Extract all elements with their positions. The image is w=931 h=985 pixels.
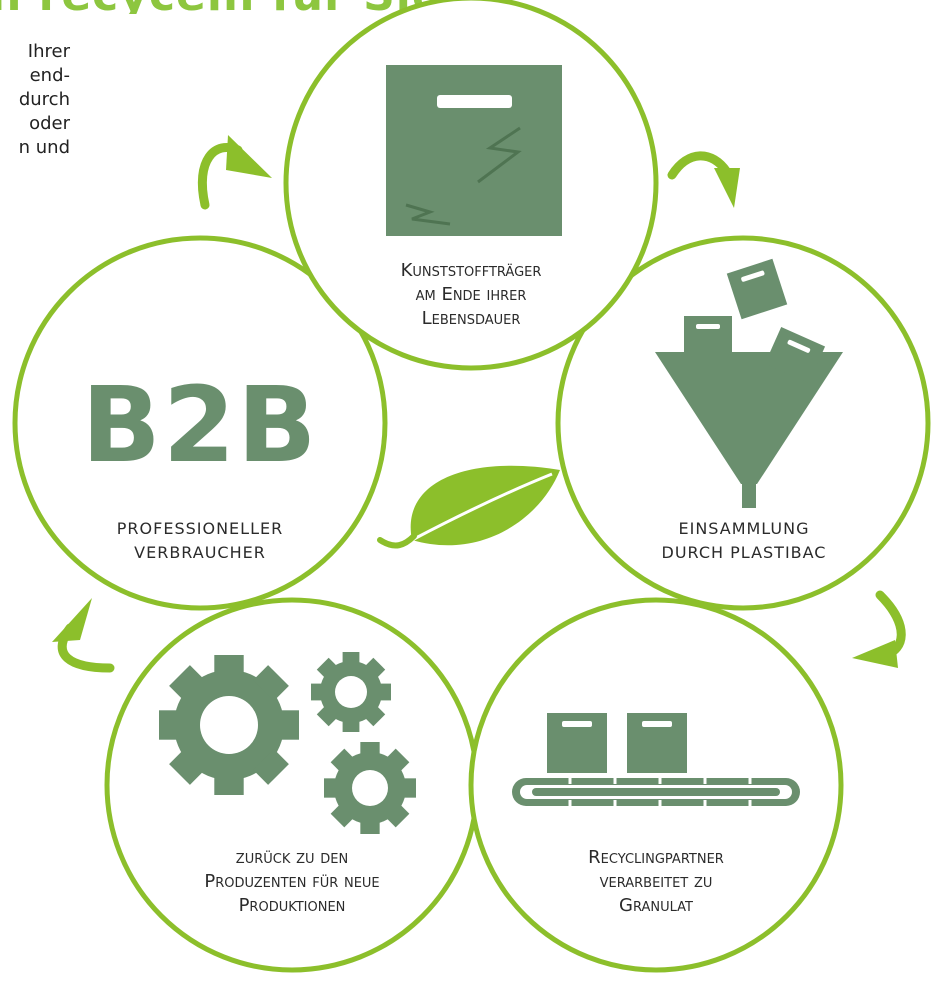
intro-line: durch: [18, 89, 70, 110]
caption-line: Lebensdauer: [421, 308, 521, 329]
arrowhead-icon: [52, 598, 92, 642]
medium-gear-icon: [324, 742, 416, 834]
page-headline: n recyceln für Sie.: [0, 0, 931, 14]
step-caption-end-of-life: Kunststoffträger am Ende ihrer Lebensdau…: [331, 259, 611, 331]
box-icon: [386, 65, 562, 236]
intro-line: n und: [18, 137, 70, 158]
caption-line: Granulat: [619, 895, 693, 916]
caption-line: zurück zu den: [235, 847, 349, 868]
b2b-label: B2B: [81, 364, 319, 486]
small-gear-icon: [311, 652, 391, 732]
leaf-icon: [377, 465, 560, 549]
funnel-icon: [655, 258, 843, 508]
step-caption-production: zurück zu den Produzenten für neue Produ…: [142, 846, 442, 918]
caption-line: einsammlung: [678, 519, 810, 538]
conveyor-belt-icon: [512, 713, 800, 806]
caption-line: verarbeitet zu: [599, 871, 713, 892]
step-caption-b2b: professioneller verbraucher: [60, 517, 340, 565]
caption-line: Produzenten für neue: [204, 871, 380, 892]
caption-line: Kunststoffträger: [400, 260, 542, 281]
intro-line: oder: [29, 113, 70, 134]
gears-icon: [159, 652, 416, 834]
caption-line: professioneller: [116, 519, 284, 538]
cycle-arrow-icon: [667, 151, 732, 180]
intro-line: end-: [29, 65, 70, 86]
arrowhead-icon: [226, 135, 272, 178]
caption-line: am Ende ihrer: [415, 284, 527, 305]
headline-text: n recyceln für Sie.: [0, 0, 460, 14]
caption-line: Produktionen: [238, 895, 346, 916]
arrowhead-icon: [852, 640, 898, 668]
caption-line: verbraucher: [134, 543, 266, 562]
intro-line: Ihrer: [27, 41, 70, 62]
caption-line: durch plastibac: [661, 543, 827, 562]
large-gear-icon: [159, 655, 299, 795]
step-caption-collection: einsammlung durch plastibac: [604, 517, 884, 565]
step-caption-recycling: Recyclingpartner verarbeitet zu Granulat: [516, 846, 796, 918]
intro-text: Ihrer end- durch oder n und: [0, 40, 70, 160]
arrowhead-icon: [714, 168, 740, 208]
caption-line: Recyclingpartner: [588, 847, 724, 868]
step-circle-b2b: [12, 235, 388, 611]
